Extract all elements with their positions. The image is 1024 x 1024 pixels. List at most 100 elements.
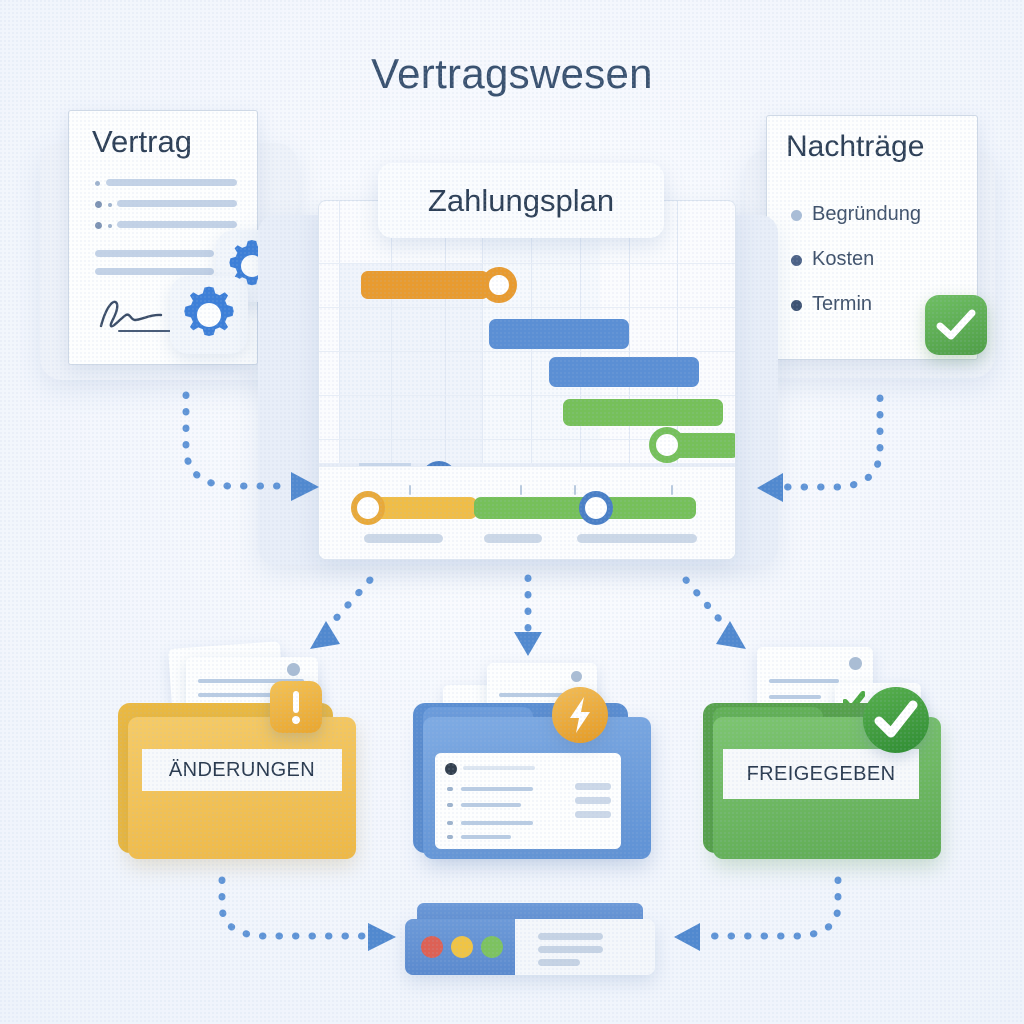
- window-maximize-light[interactable]: [481, 936, 503, 958]
- gantt-gridline: [319, 439, 735, 440]
- gantt-gridline: [531, 201, 532, 559]
- contract-bullet: [95, 201, 102, 208]
- gantt-bar[interactable]: [563, 399, 723, 426]
- archive-panel[interactable]: [405, 903, 655, 975]
- document-line: [463, 766, 535, 770]
- contract-text-line: [106, 179, 237, 186]
- gantt-bar[interactable]: [361, 271, 489, 299]
- folder-pruefung[interactable]: [405, 645, 655, 865]
- contract-bullet: [108, 203, 112, 207]
- document-line: [461, 821, 533, 825]
- arrow-gantt-to-aenderungen: [320, 576, 374, 636]
- amendments-bullet: [791, 255, 802, 266]
- document-line: [461, 803, 521, 807]
- document-dot: [571, 671, 582, 682]
- check-icon: [874, 700, 918, 738]
- archive-panel-titlebar: [405, 919, 515, 975]
- contract-bullet: [95, 222, 102, 229]
- archive-content-line: [538, 959, 580, 966]
- document-line: [769, 679, 839, 683]
- gantt-gridline: [319, 351, 735, 352]
- gantt-gridline: [445, 201, 446, 559]
- contract-text-line: [95, 268, 214, 275]
- document-line: [447, 787, 453, 791]
- amendments-title: Nachträge: [786, 130, 925, 163]
- document-line: [575, 797, 611, 804]
- gantt-milestone[interactable]: [649, 427, 685, 463]
- arrow-freigegeben-to-server: [696, 876, 842, 940]
- archive-panel-front: [405, 919, 655, 975]
- warning-icon: [292, 691, 300, 724]
- contract-text-line: [95, 250, 214, 257]
- check-icon: [936, 309, 976, 340]
- priority-badge: [552, 687, 608, 743]
- progress-milestone[interactable]: [351, 491, 385, 525]
- document-line: [447, 821, 453, 825]
- folder-aenderungen[interactable]: ÄNDERUNGEN: [110, 641, 360, 865]
- gantt-tick: [520, 485, 522, 495]
- document-line: [769, 695, 821, 699]
- window-close-light[interactable]: [421, 936, 443, 958]
- document-line: [198, 693, 304, 697]
- gantt-footer-line: [364, 534, 443, 543]
- document-line: [461, 835, 511, 839]
- folder-front-document: [435, 753, 621, 849]
- document-line: [447, 803, 453, 807]
- amendments-item-label: Begründung: [812, 203, 921, 225]
- progress-milestone[interactable]: [579, 491, 613, 525]
- contract-bullet: [95, 181, 100, 186]
- arrowhead-icon: [368, 923, 396, 951]
- arrow-nachtraege-to-gantt: [778, 394, 884, 491]
- document-line: [575, 811, 611, 818]
- gantt-gridline: [319, 263, 735, 264]
- gantt-gridline: [391, 201, 392, 559]
- gantt-gridline: [319, 307, 735, 308]
- lightning-icon: [570, 697, 590, 733]
- gantt-tick: [409, 485, 411, 495]
- gantt-footer: [319, 466, 735, 559]
- folder-label: ÄNDERUNGEN: [142, 749, 342, 791]
- gantt-bar[interactable]: [549, 357, 699, 387]
- amendments-bullet: [791, 300, 802, 311]
- arrow-aenderungen-to-server: [218, 876, 372, 940]
- progress-segment-pending[interactable]: [357, 497, 477, 519]
- approved-badge: [863, 687, 929, 753]
- folder-label: FREIGEGEBEN: [723, 749, 919, 799]
- archive-content-line: [538, 933, 603, 940]
- amendments-item-label: Termin: [812, 293, 873, 315]
- document-line: [198, 679, 304, 683]
- gantt-gridline: [482, 201, 483, 559]
- contract-bullet: [108, 224, 112, 228]
- contract-text-line: [117, 221, 237, 228]
- amendments-bullet: [791, 210, 802, 221]
- page-title: Vertragswesen: [371, 50, 653, 97]
- window-minimize-light[interactable]: [451, 936, 473, 958]
- document-line: [575, 783, 611, 790]
- approved-check-badge: [925, 295, 987, 355]
- gantt-milestone[interactable]: [481, 267, 517, 303]
- folder-freigegeben[interactable]: FREIGEGEBEN: [695, 645, 945, 865]
- gantt-tick: [574, 485, 576, 495]
- document-dot: [849, 657, 862, 670]
- gantt-tick: [671, 485, 673, 495]
- gantt-footer-line: [484, 534, 542, 543]
- archive-content-line: [538, 946, 603, 953]
- arrow-gantt-to-freigegeben: [682, 576, 734, 636]
- gear-icon: [184, 286, 234, 336]
- contract-title: Vertrag: [92, 124, 192, 159]
- payment-schedule-gantt[interactable]: [318, 200, 736, 560]
- arrowhead-icon: [674, 923, 700, 951]
- signature-line: [118, 330, 176, 332]
- signature-icon: [99, 300, 163, 328]
- gantt-title-badge: Zahlungsplan: [378, 163, 664, 238]
- gantt-footer-line: [577, 534, 697, 543]
- document-line: [447, 835, 453, 839]
- gantt-bar[interactable]: [489, 319, 629, 349]
- document-dot: [287, 663, 300, 676]
- warning-badge: [270, 681, 322, 733]
- document-dot: [445, 763, 457, 775]
- gantt-gridline: [319, 395, 735, 396]
- contract-text-line: [117, 200, 237, 207]
- document-line: [499, 693, 585, 697]
